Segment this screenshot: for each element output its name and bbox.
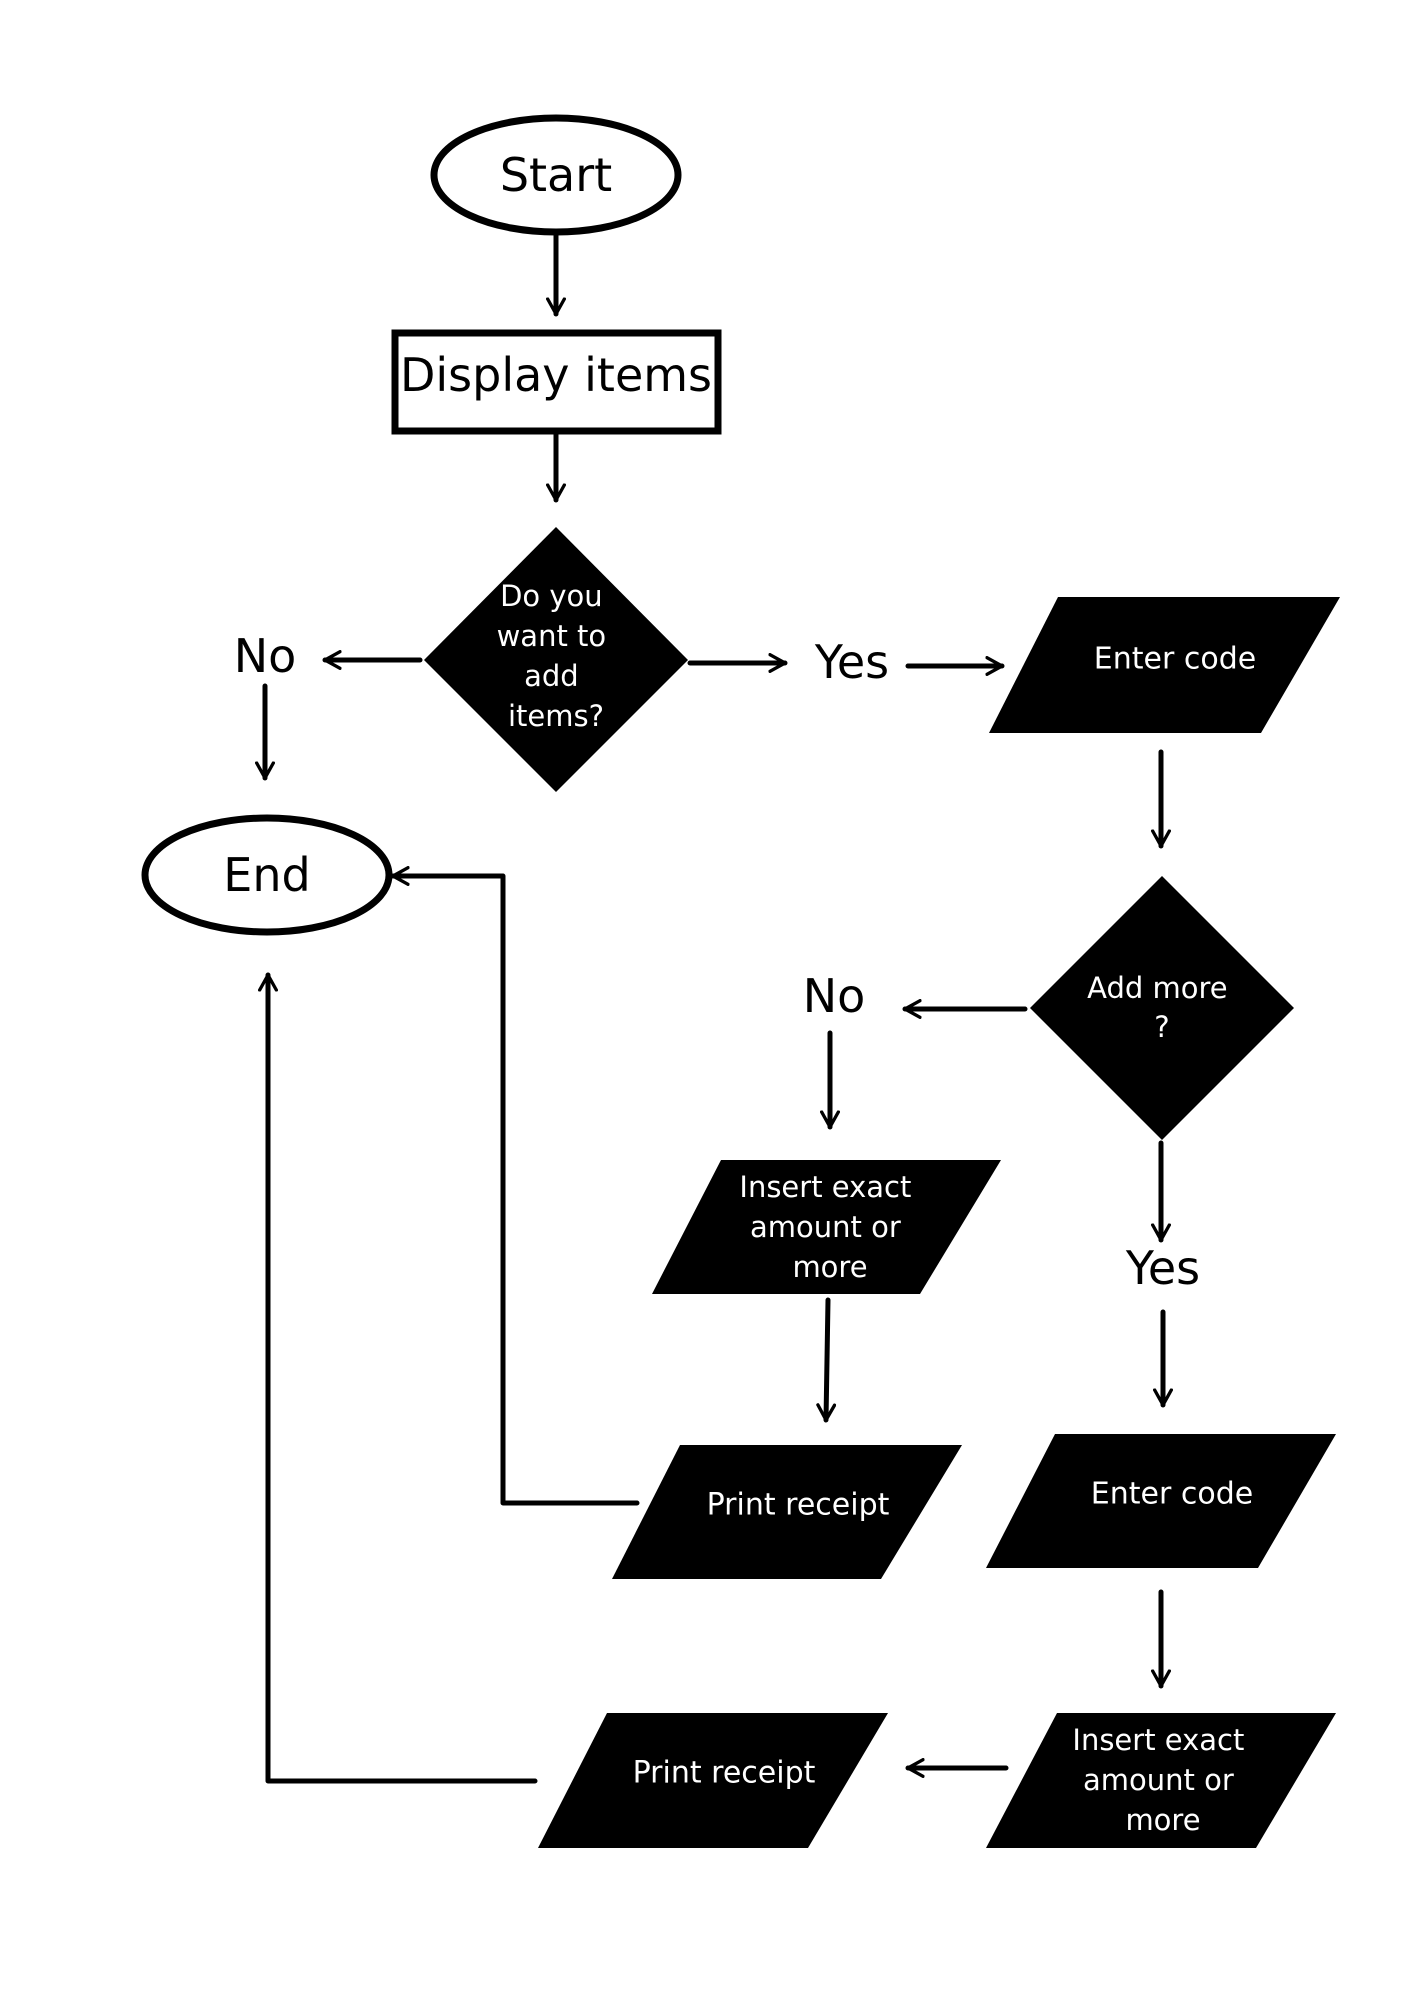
enter-code-1-parallelogram xyxy=(989,597,1340,733)
insert-amount-1-line-2: amount or xyxy=(750,1210,901,1244)
edge-label-add-more-yes: Yes xyxy=(1125,1241,1200,1295)
display-items-label: Display items xyxy=(400,348,712,402)
insert-amount-2-parallelogram xyxy=(986,1713,1336,1848)
insert-amount-1-label: Insert exact amount or more xyxy=(739,1170,920,1284)
node-display-items: Display items xyxy=(391,329,722,435)
node-print-receipt-1: Print receipt xyxy=(612,1445,962,1579)
arrow-print-receipt-to-end xyxy=(390,866,640,1506)
arrow-insert-amount-to-print-receipt xyxy=(816,1297,837,1423)
add-items-line-2: want to xyxy=(497,619,607,653)
display-items-box xyxy=(391,329,722,435)
node-enter-code-2: Enter code xyxy=(986,1434,1336,1568)
insert-amount-1-line-3: more xyxy=(792,1250,867,1284)
end-terminator xyxy=(141,814,393,936)
add-items-line-3: add xyxy=(524,659,579,693)
insert-amount-1-line-1: Insert exact xyxy=(739,1170,911,1204)
insert-amount-1-parallelogram xyxy=(652,1160,1001,1294)
enter-code-2-parallelogram xyxy=(986,1434,1336,1568)
arrow-print-receipt-2-to-end xyxy=(258,972,538,1784)
insert-amount-2-line-3: more xyxy=(1125,1803,1200,1837)
print-receipt-2-parallelogram xyxy=(538,1713,888,1848)
insert-amount-2-line-2: amount or xyxy=(1083,1763,1234,1797)
node-insert-amount-2: Insert exact amount or more xyxy=(986,1713,1336,1848)
node-start: Start xyxy=(430,114,682,236)
add-more-line-1: Add more xyxy=(1087,971,1227,1005)
node-print-receipt-2: Print receipt xyxy=(538,1713,888,1848)
add-more-decision-diamond xyxy=(1030,876,1294,1140)
add-more-decision-label: Add more ? xyxy=(1087,971,1237,1044)
print-receipt-1-parallelogram xyxy=(612,1445,962,1579)
add-items-line-1: Do you xyxy=(500,579,603,613)
node-enter-code-1: Enter code xyxy=(989,597,1340,733)
insert-amount-2-line-1: Insert exact xyxy=(1072,1723,1244,1757)
node-end: End xyxy=(141,814,393,936)
connectors xyxy=(255,232,1173,1784)
node-decision-add-items: Do you want to add items? xyxy=(424,527,688,792)
start-terminator xyxy=(430,114,682,236)
add-items-decision-diamond xyxy=(424,527,688,792)
print-receipt-2-label: Print receipt xyxy=(633,1756,816,1791)
enter-code-2-label: Enter code xyxy=(1091,1477,1253,1512)
edge-label-add-items-yes: Yes xyxy=(814,635,889,689)
end-label: End xyxy=(223,848,310,902)
enter-code-1-label: Enter code xyxy=(1094,642,1256,677)
node-insert-amount-1: Insert exact amount or more xyxy=(652,1160,1001,1294)
edge-label-add-more-no: No xyxy=(803,969,866,1023)
node-decision-add-more: Add more ? xyxy=(1030,876,1294,1140)
edge-label-add-items-no: No xyxy=(234,629,297,683)
print-receipt-1-label: Print receipt xyxy=(707,1488,890,1523)
start-label: Start xyxy=(500,148,612,202)
add-items-line-4: items? xyxy=(508,699,604,733)
add-items-decision-label: Do you want to add items? xyxy=(497,579,616,733)
insert-amount-2-label: Insert exact amount or more xyxy=(1072,1723,1253,1837)
add-more-line-2: ? xyxy=(1154,1010,1169,1044)
